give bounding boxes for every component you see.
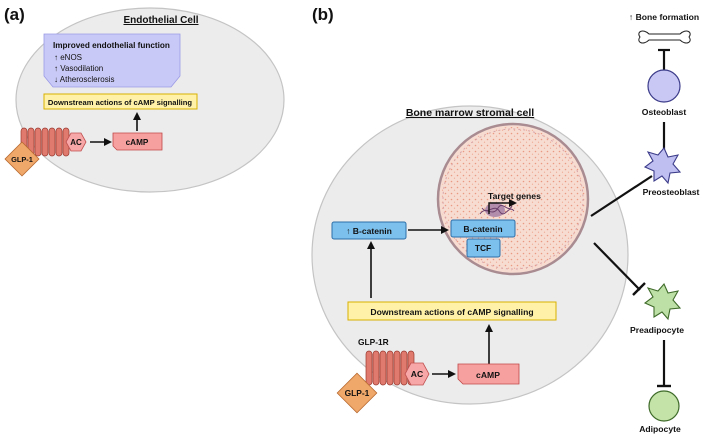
stromal-cell-title: Bone marrow stromal cell	[406, 107, 534, 119]
preadipocyte-cell	[643, 282, 682, 321]
camp-label-a: cAMP	[126, 138, 149, 147]
osteoblast-label: Osteoblast	[642, 107, 687, 117]
dna-icon	[479, 203, 515, 217]
effect-vasodilation: ↑ Vasodilation	[54, 64, 103, 73]
glp1-label-b: GLP-1	[345, 388, 370, 398]
ac-label-b: AC	[411, 369, 423, 379]
bcatenin-up-box	[331, 221, 407, 240]
arrow-to-preosteoblast	[590, 175, 653, 217]
target-genes-arrow	[488, 199, 517, 214]
bcatenin-nuclear-box	[450, 219, 516, 238]
tcf-box	[466, 238, 501, 258]
bcatenin-up-label: ↑ B-catenin	[346, 226, 392, 236]
glp1-receptor-b	[365, 350, 415, 386]
downstream-box-a	[43, 93, 198, 110]
downstream-label-a: Downstream actions of cAMP signalling	[48, 98, 193, 107]
preadipocyte-label: Preadipocyte	[630, 325, 684, 335]
ac-label-a: AC	[70, 138, 82, 147]
effects-title: Improved endothelial function	[53, 41, 170, 50]
bone-icon	[638, 30, 691, 44]
osteoblast-cell	[647, 69, 681, 103]
bcatenin-nuclear-label: B-catenin	[463, 224, 502, 234]
downstream-box-b	[347, 301, 557, 321]
glp1-ligand-a	[4, 141, 40, 177]
preosteoblast-cell	[643, 146, 682, 185]
ac-hexagon-a	[65, 132, 87, 152]
endothelial-cell-title: Endothelial Cell	[123, 15, 198, 26]
camp-box-b	[457, 363, 520, 385]
nucleus-inner-rim	[442, 128, 584, 270]
preosteoblast-label: Preosteoblast	[643, 187, 700, 197]
glp1r-label: GLP-1R	[358, 337, 389, 347]
camp-label-b: cAMP	[476, 370, 500, 380]
inhibit-bar-preadipocyte	[632, 282, 646, 296]
camp-box-a	[112, 132, 163, 151]
target-genes-label: Target genes	[488, 191, 541, 201]
adipocyte-label: Adipocyte	[639, 424, 681, 434]
bone-formation-label: ↑ Bone formation	[629, 12, 699, 22]
glp1-label-a: GLP-1	[11, 155, 33, 164]
downstream-label-b: Downstream actions of cAMP signalling	[370, 307, 533, 317]
adipocyte-cell	[648, 390, 680, 422]
ac-hexagon-b	[404, 362, 430, 386]
endothelial-effects-box	[43, 33, 181, 88]
glp1-ligand-b	[336, 372, 378, 414]
panel-b-tag: (b)	[312, 5, 334, 24]
effect-atherosclerosis: ↓ Atherosclerosis	[54, 75, 114, 84]
tcf-label: TCF	[475, 243, 491, 253]
panel-a-tag: (a)	[4, 5, 25, 24]
effect-enos: ↑ eNOS	[54, 53, 82, 62]
inhibit-to-preadipocyte	[593, 242, 641, 291]
